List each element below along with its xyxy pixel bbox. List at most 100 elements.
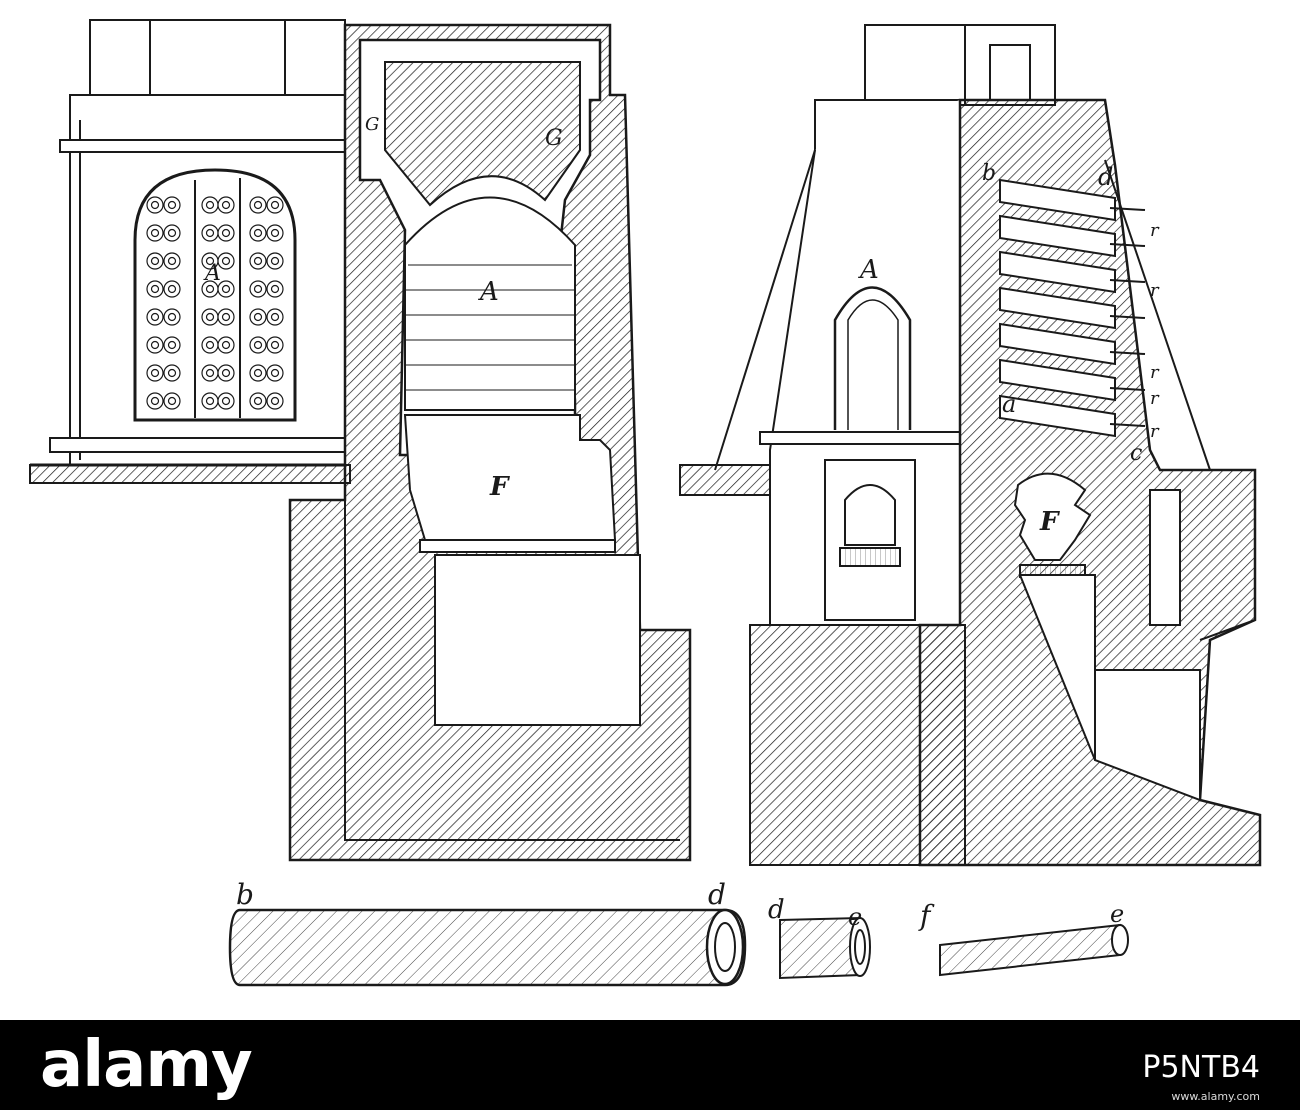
retort-nozzle <box>1109 315 1146 319</box>
retort-circle-inner <box>221 396 231 406</box>
retort-circle <box>249 392 267 410</box>
retort-circle-inner <box>167 284 177 294</box>
retort-circle <box>163 308 181 326</box>
label-right-r2: r <box>1150 280 1160 301</box>
retort-circle <box>201 364 219 382</box>
left-elevation <box>29 19 351 484</box>
retort-circle-inner <box>253 256 263 266</box>
retort-grid <box>146 196 284 410</box>
retort-circle <box>249 308 267 326</box>
retort-circle-inner <box>150 256 160 266</box>
retort-circle-inner <box>270 340 280 350</box>
label-right-arch: A <box>858 255 879 285</box>
retort-circle-inner <box>150 396 160 406</box>
retort-circle <box>201 336 219 354</box>
retort-circle <box>146 364 164 382</box>
label-right-r1: r <box>1150 220 1160 241</box>
label-pipe-b: b <box>236 878 254 911</box>
retort-circle <box>266 252 284 270</box>
retort-circle-inner <box>221 340 231 350</box>
retort-circle-inner <box>270 368 280 378</box>
retort-circle <box>266 196 284 214</box>
retort-circle-inner <box>270 256 280 266</box>
retort-circle <box>266 308 284 326</box>
retort-circle-inner <box>221 284 231 294</box>
retort-nozzle <box>1109 207 1146 211</box>
label-left-chamber: A <box>478 277 499 307</box>
furnace-diagram: A A F G G A F b d a c r r r r r b d d e … <box>29 19 1262 987</box>
label-left-window: A <box>203 261 221 286</box>
stock-url[interactable]: www.alamy.com <box>1171 1090 1260 1103</box>
retort-nozzle <box>1109 279 1146 283</box>
retort-circle-inner <box>221 312 231 322</box>
retort-circle-inner <box>150 200 160 210</box>
retort-circle <box>163 392 181 410</box>
inclined-retort-tube <box>999 358 1116 402</box>
retort-circle-inner <box>205 200 215 210</box>
retort-circle-inner <box>167 200 177 210</box>
inclined-retort-tube <box>999 250 1116 294</box>
label-right-r5: r <box>1150 421 1160 442</box>
retort-circle-inner <box>167 256 177 266</box>
retort-circle <box>249 336 267 354</box>
label-right-b: b <box>982 161 996 186</box>
inclined-retort-tube <box>999 286 1116 330</box>
retort-circle-inner <box>167 340 177 350</box>
retort-circle <box>217 392 235 410</box>
retort-circle <box>217 336 235 354</box>
retort-circle-inner <box>253 200 263 210</box>
retort-circle <box>146 392 164 410</box>
retort-nozzle <box>1109 387 1146 391</box>
label-right-r4: r <box>1150 388 1160 409</box>
retort-circle <box>163 252 181 270</box>
retort-circle <box>217 308 235 326</box>
label-right-furnace: F <box>1039 507 1060 537</box>
retort-circle-inner <box>270 312 280 322</box>
retort-circle <box>217 280 235 298</box>
label-right-d: d <box>1098 163 1113 191</box>
retort-circle <box>266 224 284 242</box>
retort-circle <box>266 364 284 382</box>
retort-circle-inner <box>253 396 263 406</box>
nozzle-fe <box>939 923 1129 977</box>
retort-circle <box>163 196 181 214</box>
retort-circle-inner <box>270 284 280 294</box>
label-nozzle-e: e <box>1110 900 1124 928</box>
retort-circle-inner <box>221 256 231 266</box>
retort-circle <box>146 224 164 242</box>
engraving-canvas: A A F G G A F b d a c r r r r r b d d e … <box>29 19 1262 987</box>
retort-circle-inner <box>205 284 215 294</box>
retort-circle-inner <box>150 284 160 294</box>
retort-circle <box>201 196 219 214</box>
brand-logo[interactable]: alamy <box>40 1028 253 1102</box>
watermark-banner: alamy P5NTB4 www.alamy.com <box>0 1020 1300 1110</box>
retort-circle-inner <box>205 396 215 406</box>
chamber-layers <box>406 264 574 391</box>
retort-nozzle <box>1109 243 1146 247</box>
retort-circle <box>146 308 164 326</box>
retort-circle-inner <box>205 256 215 266</box>
retort-circle-inner <box>253 340 263 350</box>
retort-circle-inner <box>205 228 215 238</box>
label-right-c: c <box>1130 441 1142 466</box>
retort-circle <box>249 196 267 214</box>
retort-circle-inner <box>150 228 160 238</box>
retort-circle <box>249 252 267 270</box>
retort-nozzle <box>1109 351 1146 355</box>
retort-circle-inner <box>270 396 280 406</box>
retort-circle-inner <box>253 368 263 378</box>
retort-circle-inner <box>221 228 231 238</box>
label-cone-e: e <box>848 903 862 931</box>
retort-circle <box>163 280 181 298</box>
retort-circle-inner <box>221 200 231 210</box>
retort-circle-inner <box>167 228 177 238</box>
diagram-labels: A A F G G A F b d a c r r r r r b d d e … <box>203 114 1160 932</box>
retort-circle <box>266 336 284 354</box>
retort-circle <box>163 364 181 382</box>
label-left-flue-g2: G <box>545 126 563 151</box>
retort-circle-inner <box>167 396 177 406</box>
retort-circle <box>217 252 235 270</box>
retort-circle <box>201 392 219 410</box>
retort-circle <box>266 280 284 298</box>
retort-circle <box>146 252 164 270</box>
